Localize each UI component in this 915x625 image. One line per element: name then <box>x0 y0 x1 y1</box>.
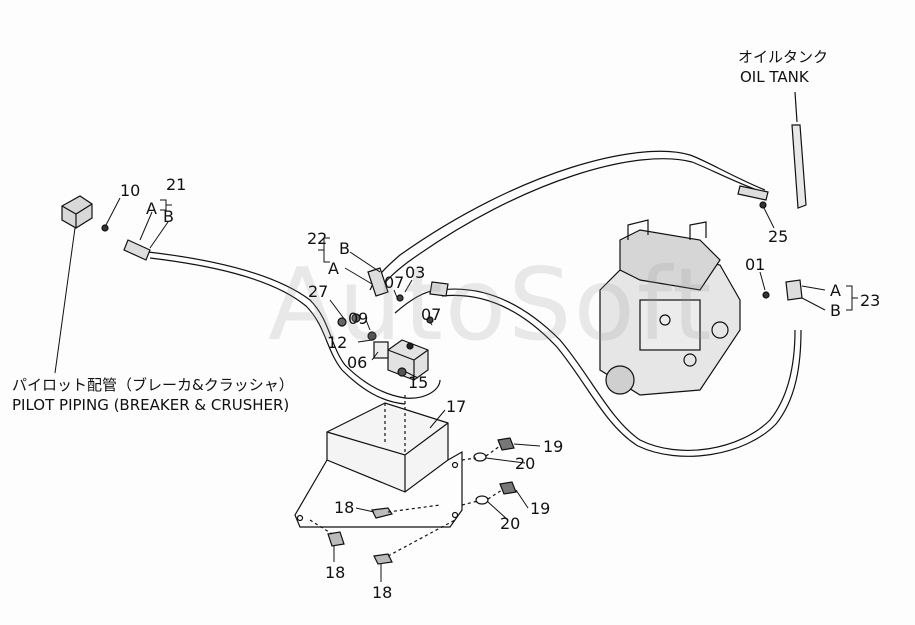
callout-20-lower: 20 <box>500 514 521 533</box>
callout-18-right: 18 <box>372 583 393 602</box>
control-valve <box>599 219 741 396</box>
callout-25: 25 <box>768 227 789 246</box>
mounting-bracket <box>294 395 463 528</box>
callout-15: 15 <box>408 373 429 392</box>
callout-18-bottom: 18 <box>325 563 346 582</box>
oil-tank-label-en: OIL TANK <box>740 68 809 86</box>
callout-17: 17 <box>446 397 467 416</box>
hose-fittings <box>123 185 803 301</box>
callout-09: 09 <box>348 309 369 328</box>
leader-lines <box>54 197 858 582</box>
callout-23-a: A <box>830 281 841 300</box>
oil-tank-bracket <box>791 91 807 209</box>
callout-07-lower: 07 <box>421 305 442 324</box>
pilot-piping-label-en: PILOT PIPING (BREAKER & CRUSHER) <box>12 396 290 414</box>
callout-22: 22 <box>307 229 328 248</box>
callout-23-b: B <box>830 301 841 320</box>
callout-20-upper: 20 <box>515 454 536 473</box>
callout-21-a: A <box>146 199 157 218</box>
pressure-sensor <box>61 195 93 229</box>
callout-22-b: B <box>339 239 350 258</box>
callout-22-a: A <box>328 259 339 278</box>
watermark: AutoSoft <box>268 246 714 363</box>
callout-01: 01 <box>745 255 766 274</box>
callout-03: 03 <box>405 263 426 282</box>
callout-10: 10 <box>120 181 141 200</box>
callout-19-lower: 19 <box>530 499 551 518</box>
pilot-hoses <box>147 150 802 457</box>
callout-06: 06 <box>347 353 368 372</box>
pilot-piping-label-jp: パイロット配管（ブレーカ&クラッシャ） <box>12 376 294 394</box>
callout-23: 23 <box>860 291 881 310</box>
oil-tank-label-jp: オイルタンク <box>738 48 829 66</box>
fasteners <box>101 201 770 565</box>
callout-21-b: B <box>163 207 174 226</box>
callout-27: 27 <box>308 282 329 301</box>
callout-19-upper: 19 <box>543 437 564 456</box>
callout-18-left: 18 <box>334 498 355 517</box>
callout-21: 21 <box>166 175 187 194</box>
callout-12: 12 <box>327 333 348 352</box>
callout-07-upper: 07 <box>384 273 405 292</box>
